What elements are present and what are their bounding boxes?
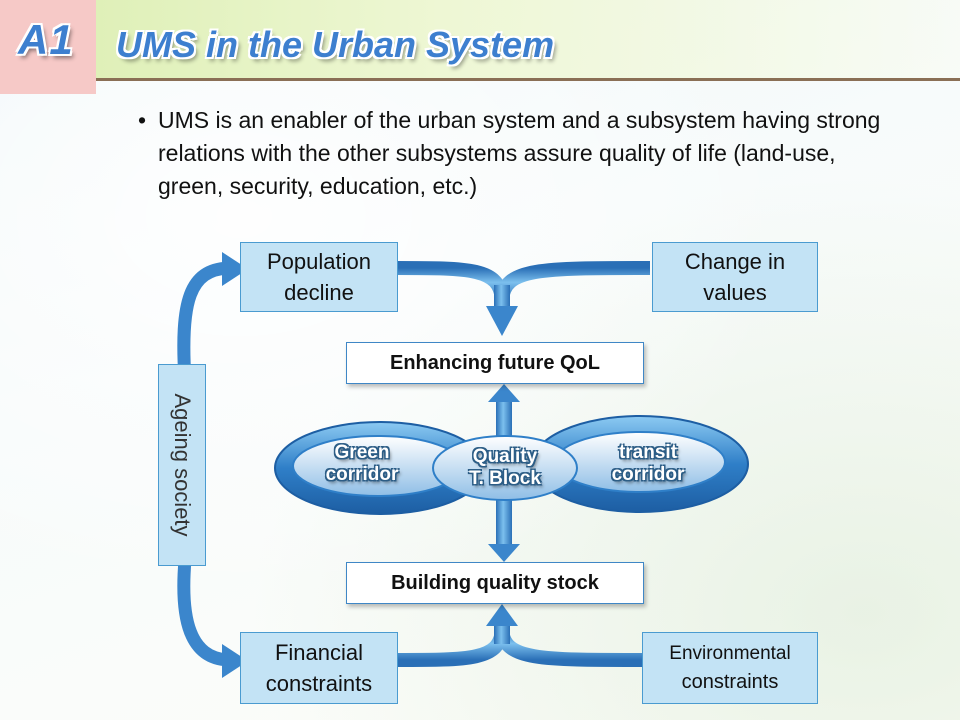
financial-line2: constraints bbox=[265, 671, 373, 696]
top-merge-arrow bbox=[395, 261, 651, 301]
bottom-merge-arrow-head bbox=[486, 604, 518, 626]
enhancing-qol-box: Enhancing future QoL bbox=[346, 342, 644, 384]
bullet-text: UMS is an enabler of the urban system an… bbox=[158, 107, 881, 199]
environmental-line2: constraints bbox=[681, 671, 779, 693]
environmental-line1: Environmental bbox=[669, 643, 791, 664]
bullet-point: • UMS is an enabler of the urban system … bbox=[138, 104, 898, 203]
change-in-values-line2: values bbox=[703, 280, 767, 305]
financial-constraints-box: Financial constraints bbox=[240, 632, 398, 704]
population-decline-line1: Population bbox=[267, 249, 371, 274]
population-decline-line2: decline bbox=[284, 280, 354, 305]
ageing-arrow-top bbox=[177, 261, 235, 387]
financial-line1: Financial bbox=[274, 640, 364, 665]
change-in-values-box: Change in values bbox=[652, 242, 818, 312]
green-corridor-line2: corridor bbox=[325, 464, 399, 485]
quality-block-line2: T. Block bbox=[469, 468, 541, 489]
title-divider bbox=[96, 78, 960, 81]
ageing-arrow-top-head bbox=[222, 252, 248, 286]
slide-code-box bbox=[0, 0, 96, 94]
ageing-society-box: Ageing society bbox=[158, 364, 206, 566]
quality-block-ellipse bbox=[432, 435, 578, 501]
quality-block-line1: Quality bbox=[472, 446, 538, 467]
transit-corridor-label: transit corridor bbox=[598, 442, 698, 486]
up-arrow-head bbox=[488, 384, 520, 402]
slide-title: UMS in the Urban System bbox=[116, 24, 555, 65]
ageing-arrow-bottom-head bbox=[222, 644, 248, 678]
green-corridor-label: Green corridor bbox=[312, 442, 412, 486]
ageing-society-label: Ageing society bbox=[170, 393, 195, 537]
down-arrow-head bbox=[488, 544, 520, 562]
title-band bbox=[96, 0, 960, 78]
bullet-dot: • bbox=[138, 107, 147, 133]
environmental-constraints-box: Environmental constraints bbox=[642, 632, 818, 704]
transit-corridor-line2: corridor bbox=[611, 464, 685, 485]
transit-corridor-line1: transit bbox=[618, 442, 678, 463]
population-decline-box: Population decline bbox=[240, 242, 398, 312]
slide-code: A1 bbox=[18, 16, 74, 63]
ageing-arrow-bottom bbox=[177, 553, 235, 667]
quality-block-label: Quality T. Block bbox=[455, 446, 555, 490]
green-corridor-line1: Green bbox=[334, 442, 390, 463]
change-in-values-line1: Change in bbox=[684, 249, 786, 274]
bottom-merge-arrow bbox=[395, 628, 643, 667]
top-merge-arrow-head bbox=[486, 306, 518, 336]
building-quality-box: Building quality stock bbox=[346, 562, 644, 604]
